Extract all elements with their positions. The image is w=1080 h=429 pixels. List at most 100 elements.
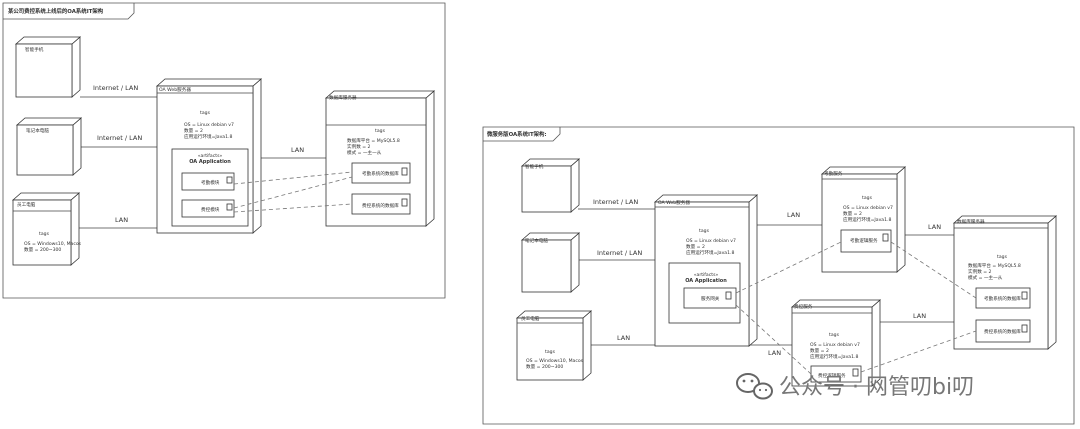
right-node-phone: 智能手机 [520,158,581,213]
left-db-attendance [351,162,411,184]
node-tags: tags [699,228,710,234]
module-label: 考勤模块 [201,179,220,186]
db-label: 费控系统的数据库 [984,328,1021,335]
right-dep-fk-db [860,330,977,373]
node-attr: 数量 = 200~300 [526,363,563,370]
right-node-db: 数据库服务器 tags 数据库平台 = MySQL5.8 实例数 = 2 模式 … [952,215,1058,350]
node-tags: tags [829,332,840,338]
right-title: 微服务版OA系统IT架构: [486,130,547,138]
node-attr: 应用运行环境=Java1.8 [810,353,858,360]
node-name: 智能手机 [25,46,44,53]
node-attr: OS = Linux debian v7 [810,342,860,348]
left-link-label: LAN [291,146,304,154]
db-label: 考勤系统的数据库 [984,295,1021,302]
node-attr: OS = Linux debian v7 [686,238,736,244]
right-kq-service [840,229,892,253]
node-tags: tags [862,195,873,201]
artifact-name: OA Application [189,159,231,165]
right-node-laptop: 笔记本电脑 [520,232,581,293]
watermark: 公众号 · 网管叨bi叨 [736,373,974,400]
left-link-label: Internet / LAN [93,84,138,92]
node-attr: 实例数 = 2 [968,268,992,275]
right-link-label: LAN [928,223,941,231]
right-dep-gw-kq [735,241,842,294]
right-diagram: 微服务版OA系统IT架构: Internet / LAN Internet / … [482,126,1075,425]
node-attr: 应用运行环境=Java1.8 [184,133,232,140]
right-node-web: OA Web服务器 tags OS = Linux debian v7 数量 =… [653,194,759,347]
right-title-tab [483,127,561,142]
node-name: 费控服务 [794,303,813,310]
node-attr: 模式 = 一主一从 [968,274,1003,281]
right-node-staff: 员工电脑 tags OS = Windows10, Macos 数量 = 200… [515,310,593,381]
left-link-label: LAN [115,216,128,224]
service-label: 费控逻辑服务 [818,372,846,379]
artifact-name: OA Application [685,278,727,284]
node-tags: tags [39,231,50,237]
node-tags: tags [997,254,1008,260]
node-attr: 数量 = 2 [686,243,705,250]
right-link-label: LAN [913,312,926,320]
node-name: 笔记本电脑 [525,237,548,244]
node-attr: 数量 = 2 [810,347,829,354]
module-label: 服务网关 [701,295,720,302]
node-name: 智能手机 [525,163,544,170]
right-dep-gw-fk [735,304,812,375]
node-name: OA Web服务器 [658,199,690,206]
artifact-stereotype: «artifacts» [694,272,719,278]
left-dep-attendance [233,171,353,185]
left-dep-expense-1 [233,176,353,209]
left-node-phone: 智能手机 [14,36,82,98]
left-db-expense [351,193,411,215]
node-name: 数据库服务器 [957,218,985,225]
module-label: 费控模块 [201,206,220,213]
node-attr: OS = Linux debian v7 [184,122,234,128]
left-title: 某公司费控系统上线后的OA系统IT架构 [8,7,104,15]
node-attr: 数据库平台 = MySQL5.8 [347,137,400,144]
node-name: 员工电脑 [17,201,36,208]
node-tags: tags [200,110,211,116]
right-node-kq: 考勤服务 tags OS = Linux debian v7 数量 = 2 应用… [820,166,907,273]
right-link-label: LAN [617,334,630,342]
node-attr: 应用运行环境=Java1.8 [843,216,891,223]
node-attr: 数量 = 2 [843,210,862,217]
left-link-label: Internet / LAN [97,134,142,142]
left-module-attendance [181,172,235,191]
node-attr: 应用运行环境=Java1.8 [686,249,734,256]
artifact-stereotype: «artifacts» [198,153,223,159]
node-name: 考勤服务 [824,170,843,177]
left-node-web: OA Web服务器 tags OS = Linux debian v7 数量 =… [155,78,263,234]
node-attr: 数量 = 200~300 [24,246,61,253]
left-dep-expense-2 [233,203,353,213]
node-attr: 模式 = 一主一从 [347,149,382,156]
right-link-label: LAN [787,211,800,219]
node-attr: OS = Windows10, Macos [526,358,584,364]
node-attr: 数量 = 2 [184,127,203,134]
node-tags: tags [545,349,556,355]
node-tags: tags [375,128,386,134]
left-node-laptop: 笔记本电脑 [15,117,83,176]
left-node-db: 数据库服务器 tags 数据库平台 = MySQL5.8 实例数 = 2 模式 … [324,90,436,227]
right-link-label: LAN [768,349,781,357]
wechat-icon [736,373,760,393]
left-node-staff: 员工电脑 tags OS = Windows10, Macos 数量 = 200… [11,192,82,266]
service-label: 考勤逻辑服务 [850,237,878,244]
right-frame [482,126,1075,425]
node-attr: OS = Windows10, Macos [24,241,82,247]
node-attr: 数据库平台 = MySQL5.8 [968,262,1021,269]
node-attr: OS = Linux debian v7 [843,205,893,211]
right-link-label: Internet / LAN [597,249,642,257]
left-frame [2,2,446,299]
node-attr: 实例数 = 2 [347,143,371,150]
node-name: OA Web服务器 [159,86,191,93]
right-gateway [683,287,737,309]
left-title-tab [3,3,135,20]
right-link-label: Internet / LAN [593,198,638,206]
watermark-text: 公众号 · 网管叨bi叨 [779,375,974,400]
node-name: 数据库服务器 [329,94,357,101]
db-label: 费控系统的数据库 [362,202,399,209]
node-name: 笔记本电脑 [26,127,49,134]
node-name: 员工电脑 [521,315,540,322]
right-node-fk: 费控服务 tags OS = Linux debian v7 数量 = 2 应用… [790,299,882,387]
left-diagram: 某公司费控系统上线后的OA系统IT架构 Internet / LAN Inter… [2,2,446,299]
